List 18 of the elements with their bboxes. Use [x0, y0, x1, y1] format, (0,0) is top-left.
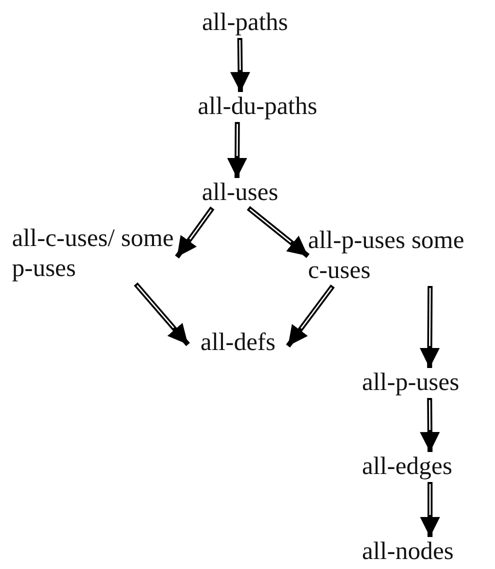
- node-label: all-p-uses some c-uses: [308, 226, 466, 286]
- node-label: all-nodes: [362, 537, 455, 567]
- arrow: [246, 206, 310, 258]
- arrow: [134, 282, 190, 346]
- node-label: all-edges: [362, 452, 454, 482]
- arrow: [227, 122, 248, 178]
- node-label: all-du-paths: [196, 92, 318, 122]
- arrow: [420, 398, 440, 452]
- arrow: [286, 284, 335, 348]
- node-label: all-uses: [200, 178, 280, 208]
- node-label: all-p-uses: [362, 368, 460, 398]
- arrow: [420, 286, 440, 368]
- arrow: [230, 38, 250, 92]
- node-label: all-paths: [200, 8, 290, 38]
- arrow: [174, 206, 214, 258]
- node-label: all-defs: [200, 328, 276, 358]
- arrow: [420, 482, 440, 537]
- node-label: all-c-uses/ some p-uses: [12, 224, 175, 284]
